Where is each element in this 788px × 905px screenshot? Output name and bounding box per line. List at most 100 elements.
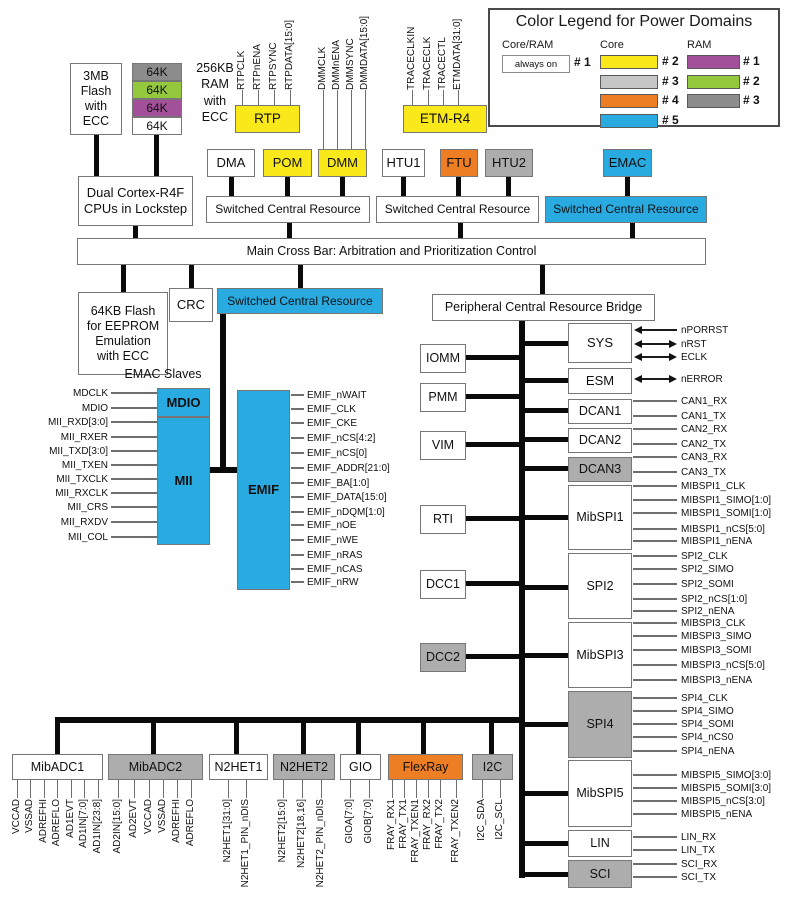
bus-segment-39 — [55, 723, 60, 754]
bus-segment-29 — [525, 437, 568, 442]
bus-segment-15 — [298, 265, 303, 288]
pin-line-SCI_RX — [633, 863, 677, 865]
pin-line-LIN_TX — [633, 849, 677, 851]
pin-line-FRAY_RX2 — [427, 780, 429, 798]
box-etm-r4: ETM-R4 — [403, 105, 487, 133]
pin-line-MII_TXD[3:0] — [111, 450, 157, 452]
box-scr1: Switched Central Resource — [206, 196, 370, 223]
pin-line-AD1EVT — [70, 780, 72, 798]
pin-label-AD2IN[15:0]: AD2IN[15:0] — [112, 799, 123, 854]
pin-label-EMIF_CKE: EMIF_CKE — [307, 417, 358, 429]
pin-label-CAN3_RX: CAN3_RX — [681, 451, 728, 463]
pin-line-EMIF_nCS[0] — [291, 452, 304, 454]
box-flash-3mb: 3MB Flash with ECC — [70, 63, 122, 135]
pin-line-MII_CRS — [111, 506, 157, 508]
pin-label-SPI4_nENA: SPI4_nENA — [681, 745, 735, 757]
pin-line-SCI_TX — [633, 876, 677, 878]
ram-caption: 256KB RAM with ECC — [196, 61, 234, 124]
box-emac: EMAC — [603, 149, 652, 177]
pin-label-EMIF_nOE: EMIF_nOE — [307, 519, 357, 531]
legend-core-tag-3: # 3 — [662, 73, 679, 88]
pin-label-MII_TXD[3:0]: MII_TXD[3:0] — [49, 445, 108, 457]
pin-label-RTPDATA[15:0]: RTPDATA[15:0] — [284, 19, 295, 90]
box-pcrb: Peripheral Central Resource Bridge — [432, 294, 655, 321]
arrow-right-icon — [669, 374, 677, 383]
legend-core-tag-5: # 5 — [662, 113, 679, 128]
bus-segment-20 — [466, 355, 519, 360]
pin-line-CAN3_TX — [633, 471, 677, 473]
pin-line-SPI4_nENA — [633, 750, 677, 752]
pin-line-ADREFHI — [43, 780, 45, 798]
pin-line-MIBSPI3_nCS[5:0] — [633, 664, 677, 666]
bus-segment-26 — [525, 341, 568, 346]
pin-line-FRAY_TX2 — [439, 780, 441, 798]
pin-line-ECLK — [642, 356, 669, 358]
pin-label-DMMCLK: DMMCLK — [317, 46, 328, 90]
pin-line-DMMDATA[15:0] — [364, 90, 366, 149]
pin-line-RTPDATA[15:0] — [289, 90, 291, 105]
pin-line-CAN3_RX — [633, 456, 677, 458]
box-ram-64k-3: 64K — [132, 99, 182, 117]
bus-segment-8 — [506, 177, 511, 196]
box-emif: EMIF — [237, 390, 290, 590]
pin-line-EMIF_nWAIT — [291, 394, 304, 396]
bus-segment-1 — [154, 135, 159, 176]
box-n2het2: N2HET2 — [273, 754, 335, 780]
pin-label-EMIF_nCS[4:2]: EMIF_nCS[4:2] — [307, 432, 376, 444]
pin-line-FRAY_RX1 — [391, 780, 393, 798]
pin-line-EMIF_CKE — [291, 422, 304, 424]
pin-label-MIBSPI3_SIMO: MIBSPI3_SIMO — [681, 630, 752, 642]
legend-ram-swatch-2 — [687, 74, 740, 89]
pin-label-MIBSPI5_nENA: MIBSPI5_nENA — [681, 808, 753, 820]
pin-label-SPI4_SOMI: SPI4_SOMI — [681, 718, 734, 730]
pin-label-CAN3_TX: CAN3_TX — [681, 466, 727, 478]
legend-ram-tag-3: # 3 — [743, 93, 760, 108]
pin-line-LIN_RX — [633, 836, 677, 838]
pin-line-FRAY_TX1 — [403, 780, 405, 798]
pin-line-nRST — [642, 343, 669, 345]
pin-line-MII_RXD[3:0] — [111, 421, 157, 423]
box-iomm: IOMM — [420, 344, 466, 373]
pin-label-LIN_TX: LIN_TX — [681, 844, 715, 856]
pin-line-N2HET1[31:0] — [227, 780, 229, 798]
pin-line-EMIF_nCS[4:2] — [291, 437, 304, 439]
pin-label-MII_RXER: MII_RXER — [60, 431, 108, 443]
box-ram-64k-2: 64K — [132, 81, 182, 99]
legend-ram-swatch-3 — [687, 94, 740, 109]
pin-label-MIBSPI5_nCS[3:0]: MIBSPI5_nCS[3:0] — [681, 795, 765, 807]
bus-segment-43 — [356, 723, 361, 754]
box-i2c: I2C — [472, 754, 513, 780]
pin-label-CAN2_TX: CAN2_TX — [681, 438, 727, 450]
bus-segment-0 — [94, 135, 99, 176]
arrow-left-icon — [634, 339, 642, 348]
box-rtp: RTP — [235, 105, 300, 133]
bus-segment-45 — [489, 723, 494, 754]
pin-label-FRAY_RX1: FRAY_RX1 — [386, 799, 397, 850]
bus-segment-7 — [456, 177, 461, 196]
pin-label-MIBSPI3_nENA: MIBSPI3_nENA — [681, 674, 753, 686]
bus-segment-11 — [458, 223, 463, 238]
bus-segment-22 — [466, 442, 519, 447]
pin-line-EMIF_CLK — [291, 408, 304, 410]
pin-label-MIBSPI1_nCS[5:0]: MIBSPI1_nCS[5:0] — [681, 523, 765, 535]
pin-line-TRACECLKIN — [411, 90, 413, 105]
bus-segment-34 — [525, 722, 568, 727]
pin-line-MDCLK — [111, 392, 157, 394]
pin-line-EMIF_nDQM[1:0] — [291, 511, 304, 513]
pin-line-RTPnENA — [257, 90, 259, 105]
legend-core-swatch-4 — [600, 94, 658, 109]
pin-line-EMIF_ADDR[21:0] — [291, 467, 304, 469]
pin-line-MIBSPI1_nCS[5:0] — [633, 528, 677, 530]
pin-label-MIBSPI5_SIMO[3:0]: MIBSPI5_SIMO[3:0] — [681, 769, 772, 781]
pin-line-EMIF_DATA[15:0] — [291, 496, 304, 498]
pin-label-RTPCLK: RTPCLK — [236, 50, 247, 90]
pin-label-DMMSYNC: DMMSYNC — [345, 38, 356, 90]
pin-line-CAN2_TX — [633, 443, 677, 445]
pin-label-FRAY_TX2: FRAY_TX2 — [434, 799, 445, 849]
pin-line-MII_TXEN — [111, 464, 157, 466]
legend-ram-tag-1: # 1 — [743, 54, 760, 68]
pin-label-RTPnENA: RTPnENA — [252, 44, 263, 90]
pin-label-FRAY_TX1: FRAY_TX1 — [398, 799, 409, 849]
bus-segment-18 — [210, 467, 237, 473]
box-sci: SCI — [568, 860, 632, 888]
